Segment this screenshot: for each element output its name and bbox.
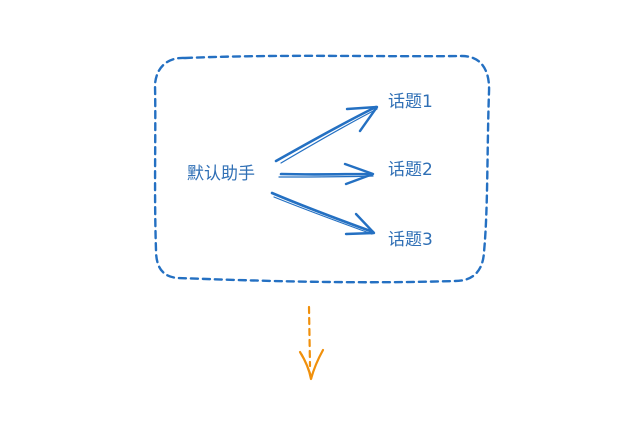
down-arrow-icon (298, 305, 325, 381)
arrow-to-topic-2 (278, 162, 375, 186)
topic-3-label: 话题3 (388, 230, 433, 250)
default-assistant-label: 默认助手 (187, 164, 255, 184)
topic-1-label: 话题1 (388, 92, 433, 112)
group-frame (153, 54, 491, 284)
topic-2-label: 话题2 (388, 160, 433, 180)
arrow-to-topic-1 (274, 105, 379, 164)
arrow-to-topic-3 (270, 191, 376, 236)
